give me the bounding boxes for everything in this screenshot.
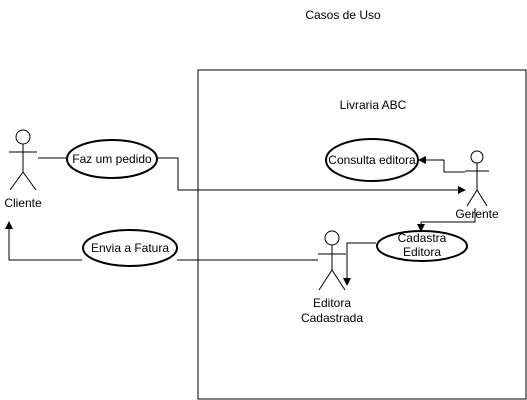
use-case-faz-pedido[interactable]: Faz um pedido <box>66 139 158 179</box>
system-boundary <box>197 69 527 400</box>
system-boundary-label: Livraria ABC <box>340 98 407 112</box>
use-case-envia-fatura[interactable]: Envia a Fatura <box>82 229 178 267</box>
flow-gerente-to-cadastra <box>417 208 476 232</box>
use-case-cadastra-line2: Editora <box>403 245 441 259</box>
flow-pedido-to-gerente <box>157 157 466 194</box>
actor-figure-icon <box>465 150 489 207</box>
flow-fatura-to-cliente <box>5 221 82 261</box>
use-case-cadastra-editora[interactable]: Cadastra Editora <box>376 230 468 262</box>
actor-editora-cadastrada[interactable]: Editora Cadastrada <box>301 230 363 325</box>
flow-gerente-to-consulta <box>418 156 465 173</box>
use-case-faz-pedido-label: Faz um pedido <box>72 152 152 166</box>
actor-gerente[interactable]: Gerente <box>455 150 499 221</box>
use-case-cadastra-line1: Cadastra <box>398 231 447 245</box>
actor-editora-label-line1: Editora <box>313 296 351 310</box>
diagram-title: Casos de Uso <box>305 8 381 22</box>
flow-cadastra-to-editora <box>343 242 376 286</box>
actor-figure-icon <box>318 230 346 291</box>
actor-cliente[interactable]: Cliente <box>4 129 42 210</box>
use-case-consulta-editora[interactable]: Consulta editora <box>325 138 419 182</box>
actor-figure-icon <box>9 129 37 191</box>
actor-editora-label-line2: Cadastrada <box>301 311 363 325</box>
use-case-envia-fatura-label: Envia a Fatura <box>91 241 169 255</box>
actor-cliente-label: Cliente <box>4 196 42 210</box>
use-case-consulta-editora-label: Consulta editora <box>328 153 416 167</box>
actor-gerente-label: Gerente <box>455 207 499 221</box>
